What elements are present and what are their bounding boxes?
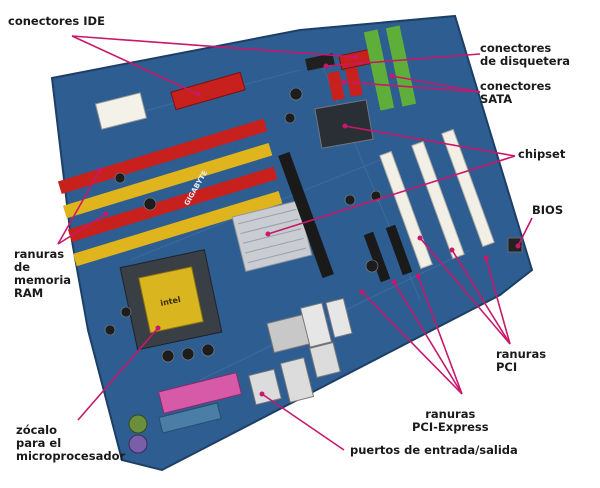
label-pci-slots: ranuras PCI	[496, 347, 547, 374]
label-bios: BIOS	[532, 203, 564, 217]
atx-power-connector	[94, 92, 148, 130]
label-ide-connectors: conectores IDE	[8, 14, 105, 28]
socket-brand-text: intel	[160, 295, 182, 308]
label-pcie-slots: ranuras PCI-Express	[412, 407, 489, 434]
label-floppy-connectors: conectores de disquetera	[480, 41, 571, 68]
ram-slots	[57, 118, 283, 267]
bios-chip	[507, 237, 523, 253]
io-ports	[128, 297, 353, 454]
label-ram-slots: ranuras de memoria RAM	[14, 247, 72, 300]
label-chipset: chipset	[518, 147, 566, 161]
label-cpu-socket: zócalo para el microprocesador	[16, 423, 126, 463]
capacitors	[104, 87, 382, 363]
label-sata-connectors: conectores SATA	[480, 79, 552, 106]
ide-connector-1	[170, 71, 246, 111]
leader-dots	[97, 54, 521, 397]
cpu-socket: intel	[119, 249, 223, 351]
label-io-ports: puertos de entrada/salida	[350, 443, 518, 457]
leader-lines	[57, 35, 533, 451]
pcie-slots	[278, 151, 413, 283]
